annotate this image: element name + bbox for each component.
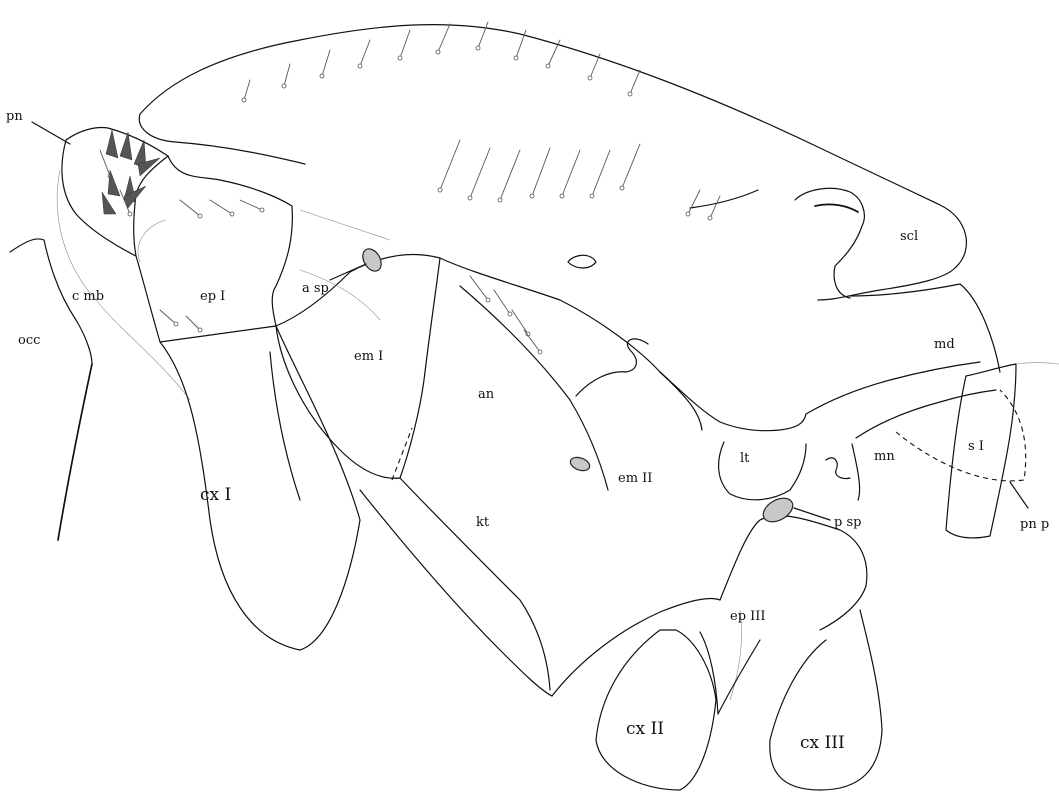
label-ep-III: ep III [730,609,766,624]
pronotal-spines [102,130,160,214]
abdomen-edge [1016,363,1059,365]
label-md: md [934,337,955,352]
setae-group [100,22,720,354]
em-I-outline [276,254,440,478]
katepisternum-outline [360,490,552,696]
label-pn: pn [6,109,23,124]
scutellum-outline [795,188,864,266]
em-I-front [270,352,300,500]
coxa-I-outline [160,326,360,650]
scutum-anterior-edge [139,114,305,164]
anepisternum-outline [440,258,702,430]
label-p-sp: p sp [834,515,861,530]
pn-p-pointer [1010,482,1028,508]
mediotergite-edge [850,284,1000,372]
label-em-II: em II [618,471,652,486]
suture-line [690,190,758,208]
coxa-III-outline [770,610,882,790]
a-sp-pointer [330,264,366,280]
label-lt: lt [740,451,750,466]
label-kt: kt [476,515,490,530]
laterotergite-outline [719,442,806,500]
label-cx-III: cx III [800,733,845,753]
label-mn: mn [874,449,895,464]
occiput-margin [58,364,92,540]
label-ep-I: ep I [200,289,225,304]
label-a-sp: a sp [302,281,329,296]
scutellum-lower [834,266,850,298]
anepisternum-lower [400,478,550,690]
small-loop-an [568,255,596,268]
pn-pointer [32,122,70,144]
label-cx-II: cx II [626,719,664,739]
label-occ: occ [18,333,40,348]
episternum-I-inner [138,220,166,262]
small-spiracle-em-II [569,455,592,473]
small-curve-1 [826,458,850,479]
label-em-I: em I [354,349,383,364]
label-cx-I: cx I [200,485,231,505]
cervical-membrane-edge [57,170,190,400]
label-c-mb: c mb [72,289,104,304]
anterior-spiracle [359,246,385,275]
posterior-spiracle [759,493,797,526]
metanotum-edge [856,390,996,438]
scutellar-groove [815,204,858,212]
episternum-I-outline [136,156,292,342]
an-wing-base [300,210,390,240]
label-scl: scl [900,229,918,244]
anepisternum-ridge-2 [576,339,648,396]
em-II-outline [660,372,806,431]
label-s-I: s I [968,439,984,454]
label-pn-p: pn p [1020,517,1049,532]
lt-right [806,362,980,414]
label-an: an [478,387,495,402]
coxa-II-outline [596,630,716,790]
metathorax-curve [852,444,860,500]
